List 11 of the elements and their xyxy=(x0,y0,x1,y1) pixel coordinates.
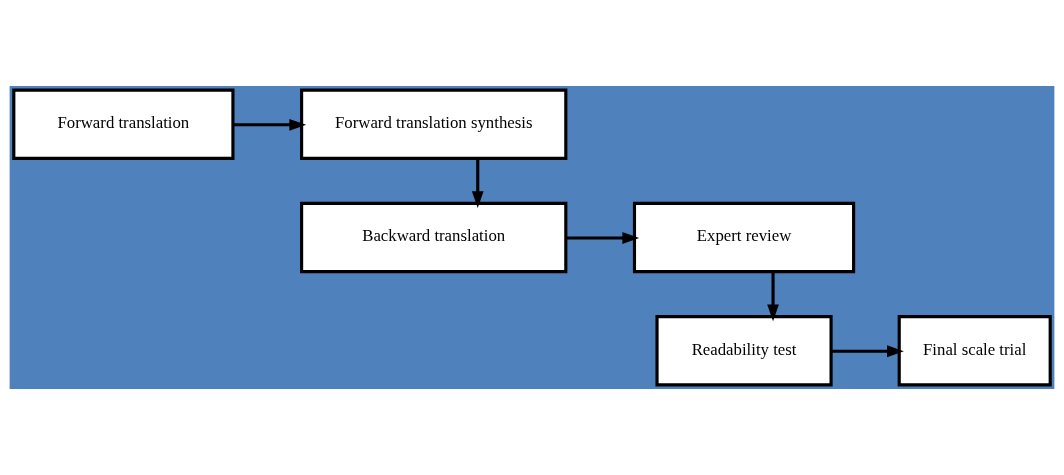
node-box: Forward translation xyxy=(12,88,235,160)
node-box: Final scale trial xyxy=(897,315,1052,387)
arrow xyxy=(566,232,640,244)
arrow xyxy=(831,345,904,358)
arrow xyxy=(471,158,484,209)
node-box: Backward translation xyxy=(300,201,568,274)
node-box: Expert review xyxy=(632,201,856,274)
node-box: Readability test xyxy=(655,315,833,387)
node-box: Forward translation synthesis xyxy=(300,88,568,160)
arrow xyxy=(233,118,307,131)
arrow xyxy=(767,271,779,322)
